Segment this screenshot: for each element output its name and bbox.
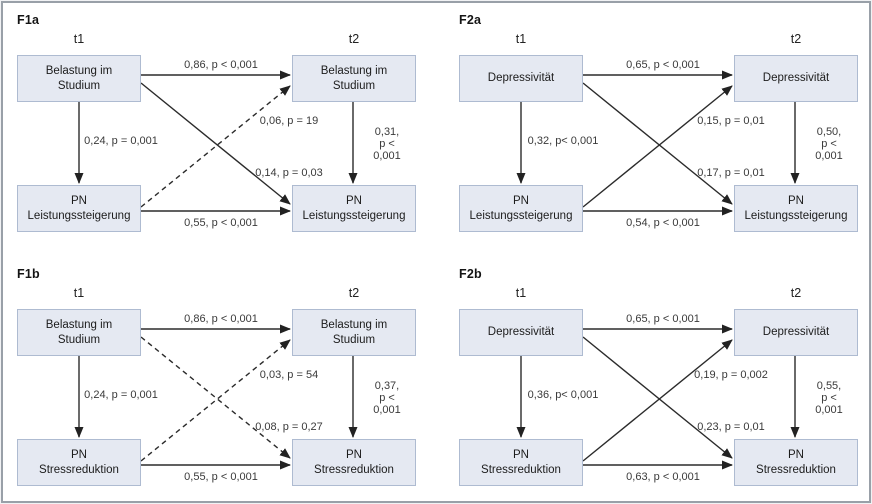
edge-label-cross-up: 0,06, p = 19 — [259, 115, 319, 127]
edge-label-top: 0,86, p < 0,001 — [184, 313, 258, 325]
construct-box-top-left: Depressivität — [459, 309, 583, 356]
edge-label-cross-up: 0,03, p = 54 — [259, 369, 319, 381]
cross-lag-arrow-up — [582, 85, 733, 208]
time-label-t1: t1 — [515, 32, 527, 46]
construct-box-bottom-left: PN Leistungssteigerung — [17, 185, 141, 232]
panel-title: F2a — [459, 13, 482, 27]
edge-label-top: 0,65, p < 0,001 — [626, 59, 700, 71]
panel-title: F1a — [17, 13, 40, 27]
construct-box-bottom-right: PN Leistungssteigerung — [734, 185, 858, 232]
cross-lag-arrow-up — [140, 339, 291, 462]
panel-f1a: F1a t1 t2 Belastung im Studium Belastung… — [4, 4, 430, 248]
construct-box-top-right: Depressivität — [734, 55, 858, 102]
edge-label-top: 0,86, p < 0,001 — [184, 59, 258, 71]
cross-lag-arrow-up — [582, 339, 733, 462]
edge-label-cross-down: 0,17, p = 0,01 — [697, 167, 765, 179]
edge-label-right: 0,37, p < 0,001 — [373, 380, 401, 416]
cross-lag-arrow-down — [582, 82, 733, 205]
construct-box-top-left: Belastung im Studium — [17, 309, 141, 356]
construct-box-bottom-right: PN Leistungssteigerung — [292, 185, 416, 232]
construct-box-top-left: Belastung im Studium — [17, 55, 141, 102]
arrow-canvas — [74, 324, 358, 470]
panel-title: F1b — [17, 267, 40, 281]
construct-box-bottom-left: PN Stressreduktion — [459, 439, 583, 486]
construct-box-top-left: Depressivität — [459, 55, 583, 102]
arrow-canvas — [516, 70, 800, 216]
edge-label-bottom: 0,55, p < 0,001 — [184, 217, 258, 229]
edge-label-cross-down: 0,08, p = 0,27 — [255, 421, 323, 433]
time-label-t1: t1 — [73, 286, 85, 300]
time-label-t2: t2 — [790, 286, 802, 300]
edge-label-bottom: 0,54, p < 0,001 — [626, 217, 700, 229]
construct-box-bottom-left: PN Leistungssteigerung — [459, 185, 583, 232]
time-label-t1: t1 — [515, 286, 527, 300]
time-label-t2: t2 — [790, 32, 802, 46]
cross-lag-arrow-down — [140, 82, 291, 205]
construct-box-top-right: Depressivität — [734, 309, 858, 356]
construct-box-top-right: Belastung im Studium — [292, 309, 416, 356]
edge-label-left: 0,36, p< 0,001 — [527, 389, 599, 401]
edge-label-cross-up: 0,15, p = 0,01 — [697, 115, 765, 127]
construct-box-bottom-right: PN Stressreduktion — [734, 439, 858, 486]
construct-box-top-right: Belastung im Studium — [292, 55, 416, 102]
edge-label-cross-down: 0,14, p = 0,03 — [255, 167, 323, 179]
edge-label-left: 0,24, p = 0,001 — [84, 389, 158, 401]
arrow-canvas — [74, 70, 358, 216]
time-label-t2: t2 — [348, 286, 360, 300]
cross-lag-arrow-up — [140, 85, 291, 208]
panel-f2b: F2b t1 t2 Depressivität Depressivität PN… — [446, 258, 872, 502]
edge-label-bottom: 0,55, p < 0,001 — [184, 471, 258, 483]
edge-label-right: 0,50, p < 0,001 — [815, 126, 843, 162]
arrow-canvas — [516, 324, 800, 470]
panel-f1b: F1b t1 t2 Belastung im Studium Belastung… — [4, 258, 430, 502]
cross-lag-arrow-down — [582, 336, 733, 459]
panel-f2a: F2a t1 t2 Depressivität Depressivität PN… — [446, 4, 872, 248]
edge-label-top: 0,65, p < 0,001 — [626, 313, 700, 325]
edge-label-left: 0,24, p = 0,001 — [84, 135, 158, 147]
edge-label-cross-up: 0,19, p = 0,002 — [694, 369, 768, 381]
edge-label-right: 0,31, p < 0,001 — [373, 126, 401, 162]
edge-label-right: 0,55, p < 0,001 — [815, 380, 843, 416]
edge-label-cross-down: 0,23, p = 0,01 — [697, 421, 765, 433]
panel-title: F2b — [459, 267, 482, 281]
cross-lag-arrow-down — [140, 336, 291, 459]
edge-label-bottom: 0,63, p < 0,001 — [626, 471, 700, 483]
time-label-t2: t2 — [348, 32, 360, 46]
construct-box-bottom-right: PN Stressreduktion — [292, 439, 416, 486]
edge-label-left: 0,32, p< 0,001 — [527, 135, 599, 147]
time-label-t1: t1 — [73, 32, 85, 46]
construct-box-bottom-left: PN Stressreduktion — [17, 439, 141, 486]
